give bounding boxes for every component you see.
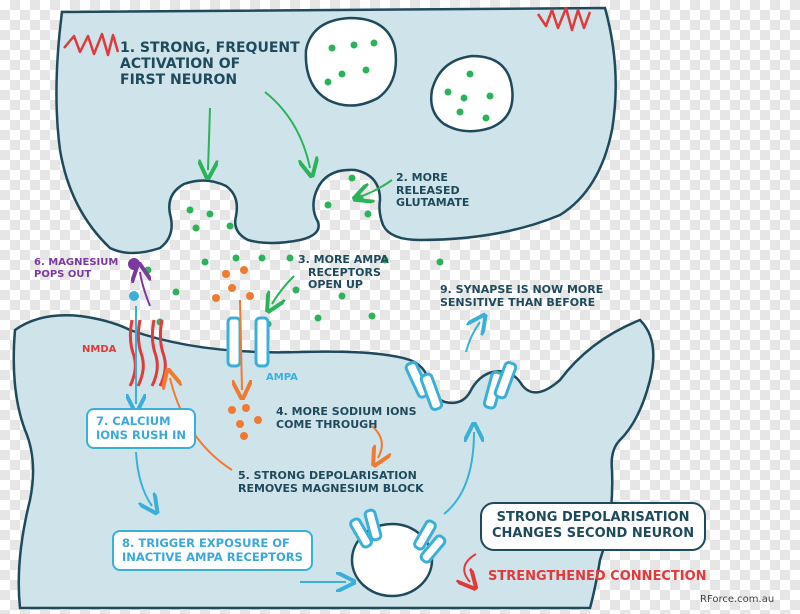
sodium-ions (212, 266, 262, 440)
spine-ampa-receptors-icon (404, 360, 518, 411)
nmda-label: NMDA (82, 344, 117, 355)
magnesium-ion-icon (128, 258, 140, 270)
step4-line2: come through (276, 417, 378, 431)
step2-line1: 2. More (396, 171, 448, 184)
action-potential-zigzag-left-icon (63, 32, 120, 57)
arrow-step9 (465, 322, 480, 353)
step9-line1: 9. Synapse is now more (440, 283, 604, 296)
step4-label: 4. More sodium ions come through (276, 405, 417, 431)
step2-line3: glutamate (396, 196, 470, 210)
calcium-ion-icon (129, 291, 139, 301)
ampa-label: AMPA (266, 372, 298, 383)
postsynaptic-neuron (12, 314, 655, 610)
strengthened-connection-label: Strengthened connection (488, 569, 707, 584)
step8-box: 8. Trigger exposure of inactive AMPA rec… (112, 530, 313, 571)
step4-line1: 4. More sodium ions (276, 405, 417, 418)
step6-line1: 6. Magnesium (34, 257, 119, 268)
glutamate-in-cleft (144, 254, 444, 328)
watermark: RForce.com.au (700, 594, 775, 605)
arrow-strengthened (464, 553, 476, 582)
arrow-vesicle-to-spine (443, 432, 474, 515)
vesicle-2-icon (430, 54, 514, 133)
step5-line1: 5. Strong depolarisation (238, 469, 417, 482)
step1-line2: activation of (120, 56, 241, 73)
step3-line2: receptors (308, 265, 381, 279)
step5-label: 5. Strong depolarisation removes magnesi… (238, 469, 424, 495)
step3-line3: open up (308, 278, 363, 292)
step3-line1: 3. More AMPA (298, 253, 389, 266)
step1-line3: first neuron (120, 72, 238, 89)
step3-label: 3. More AMPA receptors open up (298, 253, 389, 292)
arrow-step4 (372, 425, 382, 458)
step8-line1: 8. Trigger exposure of (122, 536, 290, 550)
result-box: Strong depolarisation changes second neu… (480, 502, 707, 551)
vesicle-1-icon (304, 16, 398, 107)
arrow-step3 (272, 275, 295, 304)
step6-label: 6. Magnesium pops out (34, 257, 118, 280)
internal-vesicle-icon (349, 508, 447, 598)
step5-line2: removes magnesium block (238, 481, 424, 495)
step9-line2: sensitive than before (440, 295, 596, 309)
action-potential-zigzag-right-icon (536, 6, 592, 32)
result-line2: changes second neuron (492, 526, 695, 542)
step9-label: 9. Synapse is now more sensitive than be… (440, 283, 604, 309)
arrow-sodium-through (240, 299, 242, 390)
step2-line2: released (396, 183, 460, 197)
step1-label: 1. Strong, frequent activation of first … (120, 40, 300, 88)
step7-line1: 7. Calcium (96, 414, 171, 428)
arrow-step1-left (208, 107, 210, 170)
step6-line2: pops out (34, 268, 92, 280)
arrow-step2 (362, 179, 393, 196)
step2-label: 2. More released glutamate (396, 171, 470, 210)
step7-box: 7. Calcium ions rush in (86, 408, 196, 449)
arrow-magnesium-out (140, 272, 150, 307)
step7-line2: ions rush in (96, 428, 186, 443)
arrow-step7-to-8 (135, 451, 152, 506)
step1-line1: 1. Strong, frequent (120, 40, 300, 56)
arrow-step1-right (264, 91, 310, 168)
step8-line2: inactive AMPA receptors (122, 550, 303, 565)
result-line1: Strong depolarisation (496, 510, 690, 525)
